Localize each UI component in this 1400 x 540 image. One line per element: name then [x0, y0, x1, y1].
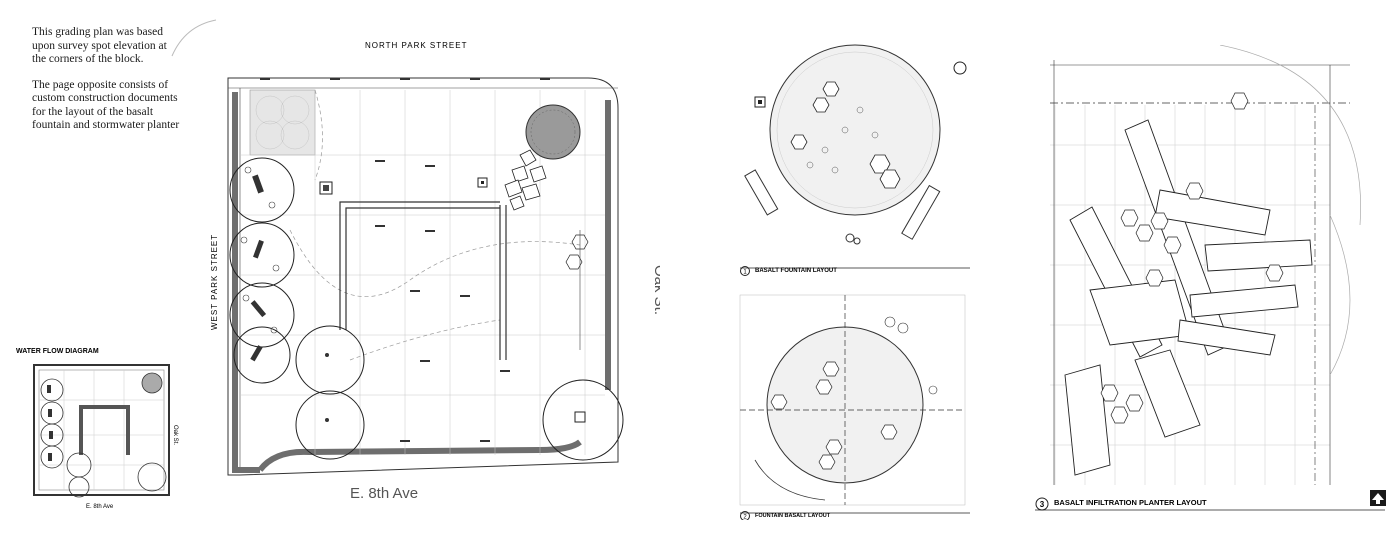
fountain-basalt-layout-number: 2 — [743, 515, 747, 521]
decorative-arc — [171, 19, 217, 57]
fountain-basalt-layout-detail: 2 FOUNTAIN BASALT LAYOUT — [735, 290, 975, 521]
grading-plan: NORTH PARK STREET WEST PARK STREET Oak S… — [200, 30, 668, 510]
planter-layout-drawing: 3 BASALT INFILTRATION PLANTER LAYOUT — [1035, 44, 1386, 511]
intro-paragraph-1: This grading plan was based upon survey … — [32, 26, 167, 65]
fountain-layout-title: BASALT FOUNTAIN LAYOUT — [755, 268, 837, 274]
north-arrow-icon — [1370, 490, 1386, 506]
water-flow-street-east: Oak St. — [172, 425, 178, 445]
fountain-basalt-layout-title: FOUNTAIN BASALT LAYOUT — [755, 513, 831, 519]
water-flow-drawing: WATER FLOW DIAGRAM Oak St. E. 8th Ave — [16, 348, 178, 510]
water-flow-diagram: WATER FLOW DIAGRAM Oak St. E. 8th Ave — [14, 345, 194, 515]
planter-layout-detail: 3 BASALT INFILTRATION PLANTER LAYOUT — [1030, 44, 1390, 525]
street-label-north: NORTH PARK STREET — [365, 41, 468, 50]
fountain-basalt-layout-drawing: 2 FOUNTAIN BASALT LAYOUT — [739, 294, 970, 521]
street-label-east: Oak St. — [651, 265, 660, 315]
intro-paragraph-2: The page opposite consists of custom con… — [32, 78, 180, 132]
planter-layout-title: BASALT INFILTRATION PLANTER LAYOUT — [1054, 498, 1207, 507]
water-flow-street-south: E. 8th Ave — [86, 504, 114, 510]
fountain-layout-drawing: 1 BASALT FOUNTAIN LAYOUT — [740, 44, 970, 276]
intro-text: This grading plan was based upon survey … — [32, 26, 182, 145]
fountain-layout-detail: 1 BASALT FOUNTAIN LAYOUT — [735, 40, 975, 280]
water-flow-title: WATER FLOW DIAGRAM — [16, 348, 99, 355]
fountain-layout-number: 1 — [743, 270, 747, 276]
planter-layout-number: 3 — [1040, 500, 1045, 509]
street-label-west: WEST PARK STREET — [210, 234, 219, 330]
street-label-south: E. 8th Ave — [350, 485, 418, 502]
grading-plan-drawing: NORTH PARK STREET WEST PARK STREET Oak S… — [210, 41, 668, 502]
